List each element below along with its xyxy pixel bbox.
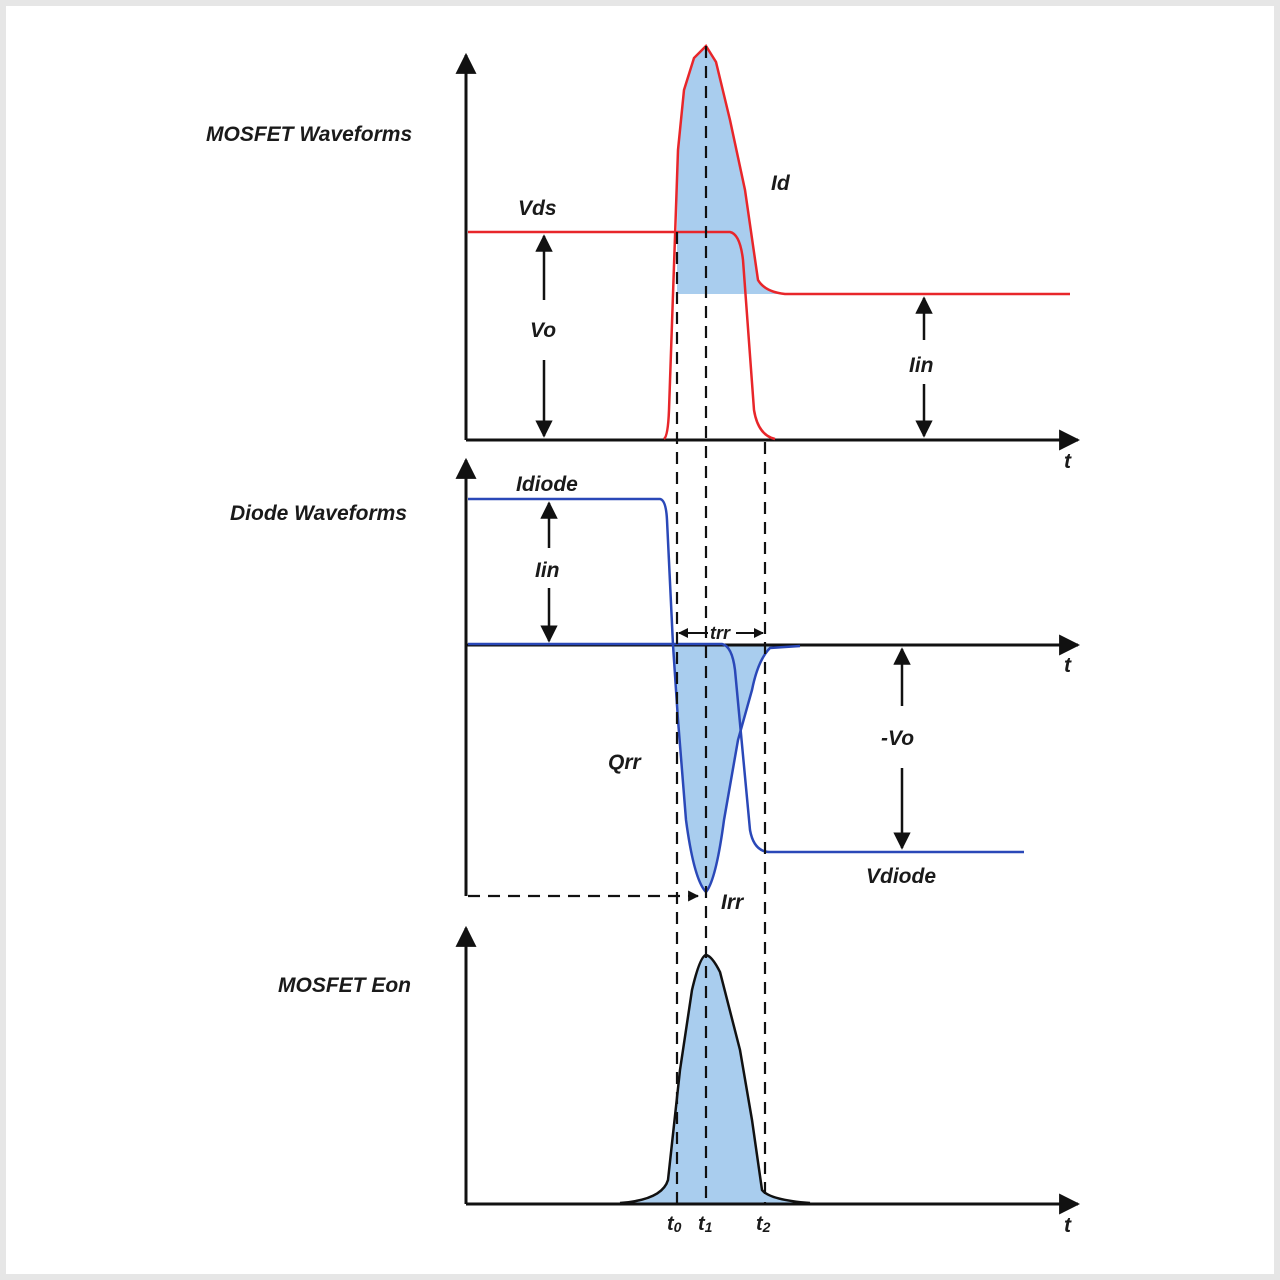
- vds-waveform: [468, 230, 776, 441]
- irr-label: Irr: [721, 891, 745, 914]
- eon-axis-t-label: t: [1064, 1214, 1072, 1237]
- vdiode-waveform: [468, 642, 1024, 854]
- vds-label: Vds: [518, 197, 557, 220]
- neg-vo-label: -Vo: [881, 727, 914, 750]
- trr-label: trr: [710, 623, 731, 643]
- id-lower-fill: [677, 232, 746, 294]
- id-label: Id: [771, 172, 791, 195]
- eon-panel-title: MOSFET Eon: [278, 974, 411, 997]
- qrr-fill: [673, 645, 790, 892]
- figure-canvas: MOSFET Waveforms Vds Id Vo Iin t Diode W…: [6, 6, 1274, 1274]
- idiode-label: Idiode: [516, 473, 578, 496]
- tick-t0-sub: 0: [674, 1219, 682, 1235]
- tick-t0: t0: [667, 1213, 682, 1235]
- diode-axis-t-label: t: [1064, 654, 1072, 677]
- id-vds-overlap-fill: [677, 46, 752, 232]
- tick-t1-main: t: [698, 1213, 706, 1235]
- id-tail-fill: [730, 232, 785, 294]
- tick-t0-main: t: [667, 1213, 675, 1235]
- tick-t2: t2: [756, 1213, 771, 1235]
- id-waveform: [663, 44, 1070, 440]
- vdiode-label: Vdiode: [866, 865, 936, 888]
- mosfet-panel: MOSFET Waveforms Vds Id Vo Iin t: [206, 44, 1081, 473]
- diode-iin-label: Iin: [535, 559, 560, 582]
- waveform-diagram: MOSFET Waveforms Vds Id Vo Iin t Diode W…: [206, 44, 1081, 1237]
- tick-t2-main: t: [756, 1213, 764, 1235]
- tick-t2-sub: 2: [762, 1219, 771, 1235]
- mosfet-axis-t-label: t: [1064, 450, 1072, 473]
- tick-t1: t1: [698, 1213, 713, 1235]
- diode-panel-title: Diode Waveforms: [230, 502, 407, 525]
- diode-panel: Diode Waveforms Idiode Iin trr Qrr -Vo V…: [230, 457, 1081, 914]
- mosfet-panel-title: MOSFET Waveforms: [206, 123, 412, 146]
- time-markers: [675, 46, 767, 1204]
- qrr-label: Qrr: [608, 751, 643, 774]
- eon-fill: [630, 955, 800, 1203]
- iin-label: Iin: [909, 354, 934, 377]
- vo-label: Vo: [530, 319, 556, 342]
- tick-t1-sub: 1: [705, 1219, 713, 1235]
